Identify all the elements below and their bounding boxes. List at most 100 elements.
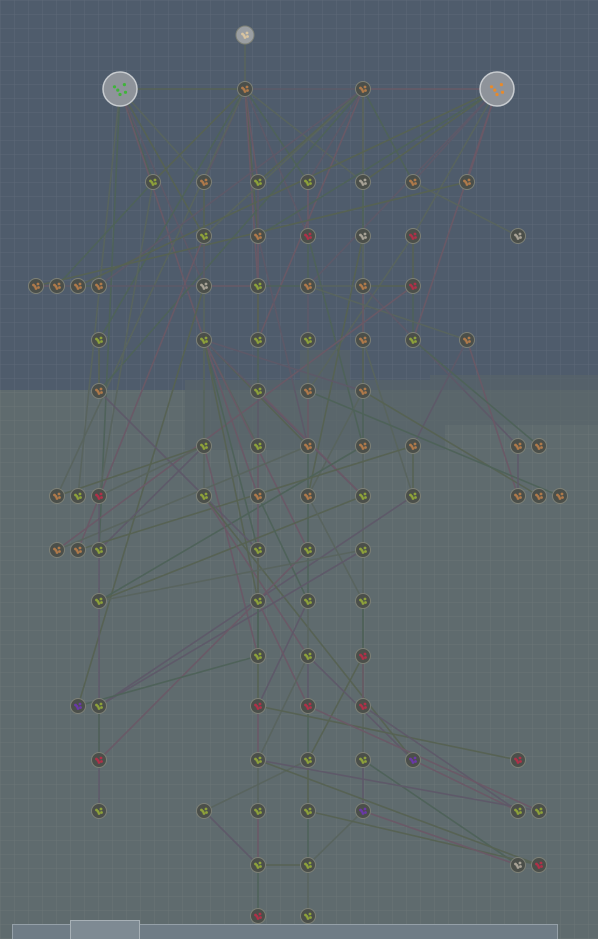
tech-node-j1[interactable]: [49, 542, 65, 558]
tech-node-n4[interactable]: [355, 752, 371, 768]
tech-node-b4[interactable]: [300, 174, 316, 190]
tech-node-d9[interactable]: [405, 278, 421, 294]
tech-node-e7[interactable]: [459, 332, 475, 348]
tech-node-k3[interactable]: [300, 593, 316, 609]
tech-node-s2[interactable]: [300, 908, 316, 924]
tech-node-a1[interactable]: [237, 81, 253, 97]
tech-node-q2[interactable]: [300, 857, 316, 873]
tech-node-i11[interactable]: [552, 488, 568, 504]
tech-node-c6[interactable]: [510, 228, 526, 244]
tech-node-d1[interactable]: [28, 278, 44, 294]
tech-node-b7[interactable]: [459, 174, 475, 190]
tech-node-o4[interactable]: [300, 803, 316, 819]
tech-node-h4[interactable]: [355, 438, 371, 454]
tech-node-i8[interactable]: [405, 488, 421, 504]
tech-node-n3[interactable]: [300, 752, 316, 768]
tech-node-i6[interactable]: [300, 488, 316, 504]
tech-node-o6[interactable]: [510, 803, 526, 819]
tech-node-d8[interactable]: [355, 278, 371, 294]
tech-node-e3[interactable]: [250, 332, 266, 348]
left-hub-node[interactable]: [102, 71, 138, 107]
tech-node-k1[interactable]: [91, 593, 107, 609]
tech-node-e1[interactable]: [91, 332, 107, 348]
tech-node-i4[interactable]: [196, 488, 212, 504]
tech-node-h3[interactable]: [300, 438, 316, 454]
tech-node-h5[interactable]: [405, 438, 421, 454]
tech-node-j4[interactable]: [250, 542, 266, 558]
tech-node-o5[interactable]: [355, 803, 371, 819]
tech-node-f1[interactable]: [91, 383, 107, 399]
tech-node-c1[interactable]: [196, 228, 212, 244]
tech-node-m4[interactable]: [300, 698, 316, 714]
tech-node-k2[interactable]: [250, 593, 266, 609]
tech-node-d5[interactable]: [196, 278, 212, 294]
tech-node-d3[interactable]: [70, 278, 86, 294]
tech-node-h2[interactable]: [250, 438, 266, 454]
tech-node-q4[interactable]: [531, 857, 547, 873]
tech-node-c5[interactable]: [405, 228, 421, 244]
tech-node-l1[interactable]: [250, 648, 266, 664]
tech-node-o1[interactable]: [91, 803, 107, 819]
tech-node-c2[interactable]: [250, 228, 266, 244]
tech-node-h6[interactable]: [510, 438, 526, 454]
tech-node-e4[interactable]: [300, 332, 316, 348]
tech-node-j6[interactable]: [355, 542, 371, 558]
tech-node-e5[interactable]: [355, 332, 371, 348]
tech-node-i9[interactable]: [510, 488, 526, 504]
tech-node-o2[interactable]: [196, 803, 212, 819]
tech-node-m2[interactable]: [91, 698, 107, 714]
tech-node-n2[interactable]: [250, 752, 266, 768]
tech-node-l2[interactable]: [300, 648, 316, 664]
tech-node-h7[interactable]: [531, 438, 547, 454]
tech-node-i7[interactable]: [355, 488, 371, 504]
tech-node-d2[interactable]: [49, 278, 65, 294]
tech-node-q3[interactable]: [510, 857, 526, 873]
root-node[interactable]: [235, 25, 255, 45]
tech-node-l3[interactable]: [355, 648, 371, 664]
tech-node-n5[interactable]: [405, 752, 421, 768]
tech-node-f4[interactable]: [355, 383, 371, 399]
bottom-tab[interactable]: [70, 920, 140, 939]
tech-node-m3[interactable]: [250, 698, 266, 714]
tech-node-s1[interactable]: [250, 908, 266, 924]
tech-node-d6[interactable]: [250, 278, 266, 294]
tech-node-n6[interactable]: [510, 752, 526, 768]
tech-node-i5[interactable]: [250, 488, 266, 504]
tech-node-b2[interactable]: [196, 174, 212, 190]
tech-node-b6[interactable]: [405, 174, 421, 190]
tech-node-i10[interactable]: [531, 488, 547, 504]
tech-node-j2[interactable]: [70, 542, 86, 558]
tech-node-i2[interactable]: [70, 488, 86, 504]
tech-node-c3[interactable]: [300, 228, 316, 244]
right-hub-node[interactable]: [479, 71, 515, 107]
tech-node-e6[interactable]: [405, 332, 421, 348]
tech-node-e2[interactable]: [196, 332, 212, 348]
tech-node-b5[interactable]: [355, 174, 371, 190]
tech-node-q1[interactable]: [250, 857, 266, 873]
tech-node-b1[interactable]: [145, 174, 161, 190]
leaf-icon: [95, 597, 103, 605]
tech-node-m5[interactable]: [355, 698, 371, 714]
tech-node-o3[interactable]: [250, 803, 266, 819]
tech-node-f3[interactable]: [300, 383, 316, 399]
tech-node-a2[interactable]: [355, 81, 371, 97]
tech-node-i3[interactable]: [91, 488, 107, 504]
tech-node-n1[interactable]: [91, 752, 107, 768]
tech-node-k4[interactable]: [355, 593, 371, 609]
tech-node-o7[interactable]: [531, 803, 547, 819]
tech-node-d7[interactable]: [300, 278, 316, 294]
tech-node-i1[interactable]: [49, 488, 65, 504]
tech-node-j5[interactable]: [300, 542, 316, 558]
tech-node-d4[interactable]: [91, 278, 107, 294]
tech-node-j3[interactable]: [91, 542, 107, 558]
leaf-icon: [254, 442, 262, 450]
tech-node-h1[interactable]: [196, 438, 212, 454]
tech-node-m1[interactable]: [70, 698, 86, 714]
tech-nodes[interactable]: [28, 25, 568, 924]
tech-node-b3[interactable]: [250, 174, 266, 190]
leaf-icon: [254, 597, 262, 605]
tech-node-c4[interactable]: [355, 228, 371, 244]
tech-node-f2[interactable]: [250, 383, 266, 399]
